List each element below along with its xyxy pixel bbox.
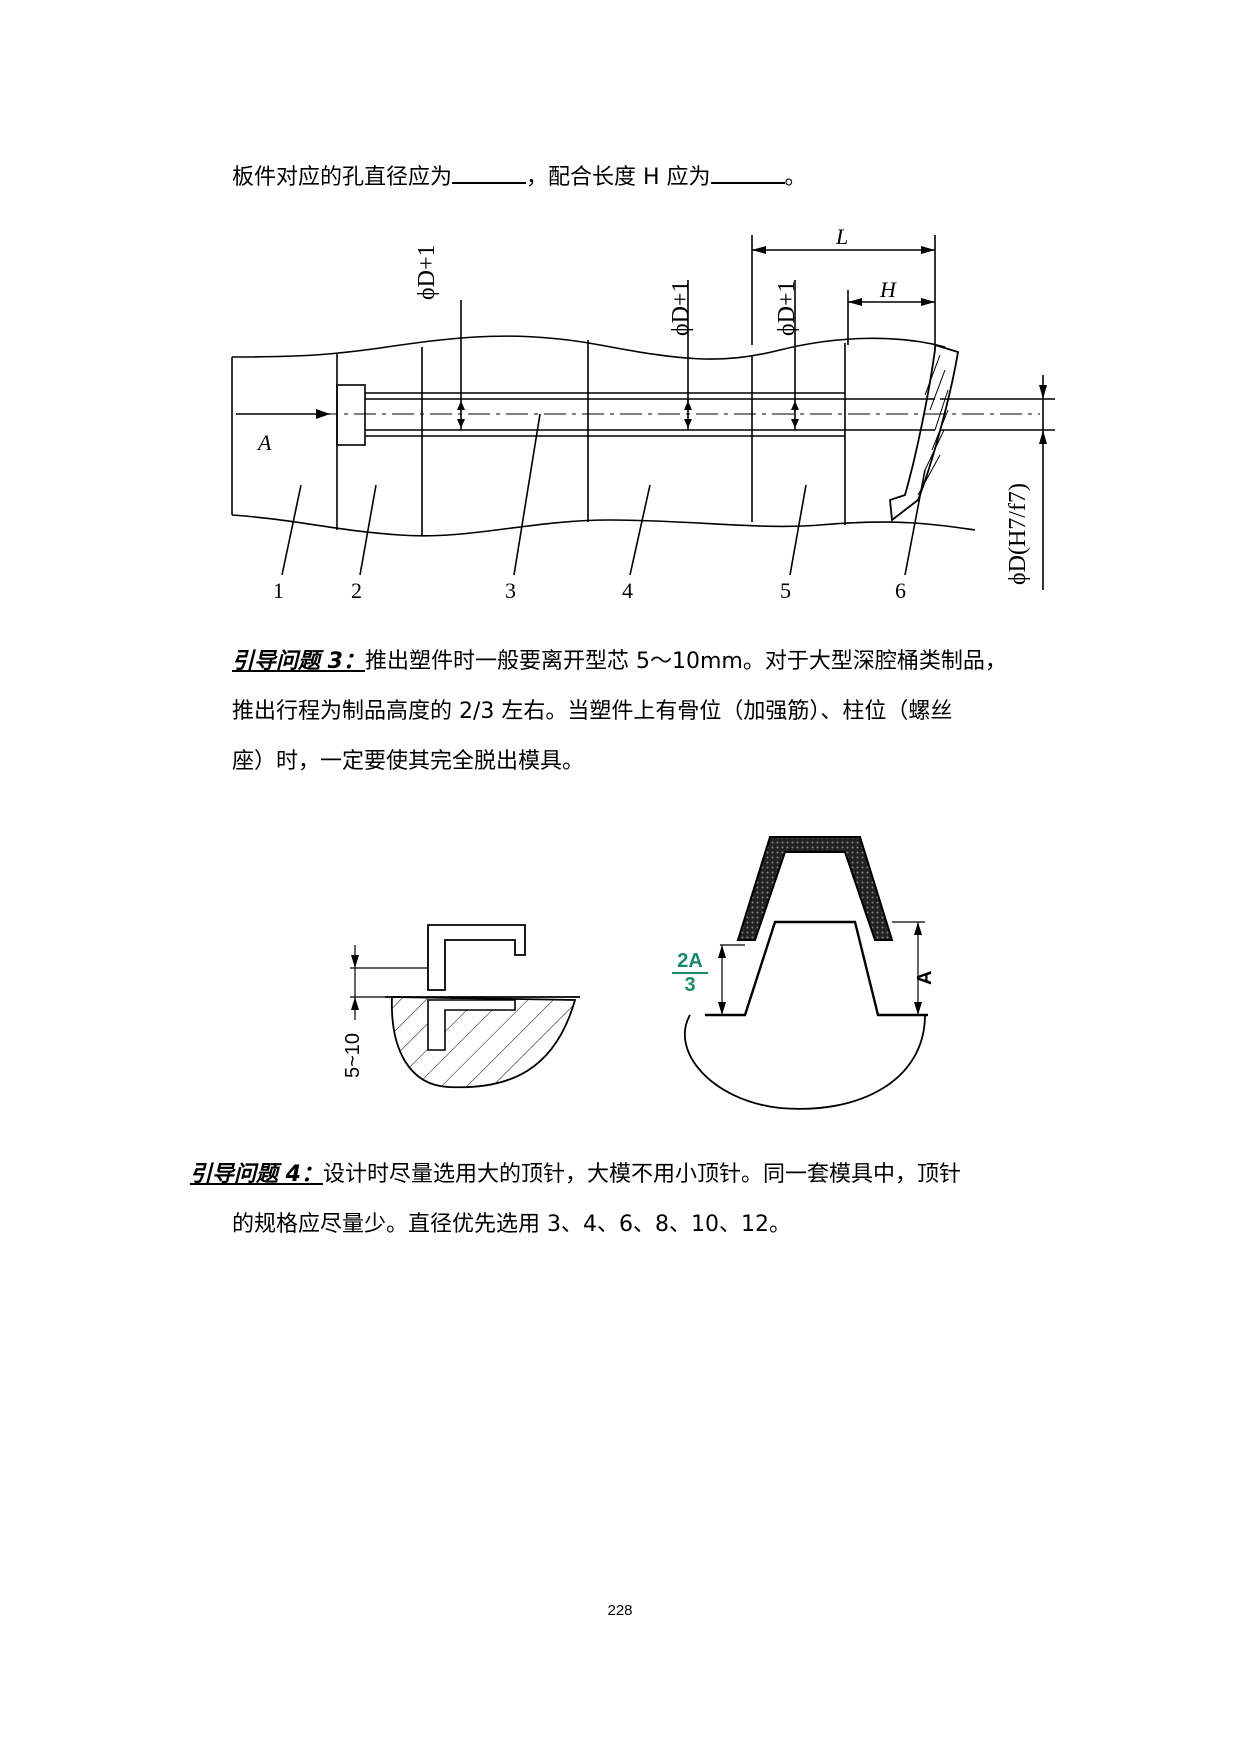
left-dim-label: 5~10 xyxy=(342,1032,364,1078)
fraction-numerator: 2A xyxy=(672,950,708,974)
diameter-label-2: ϕD+1 xyxy=(668,280,694,337)
part-label-5: 5 xyxy=(780,578,791,603)
question3-line3: 座）时，一定要使其完全脱出模具。 xyxy=(232,749,585,774)
dim-H-label: H xyxy=(880,277,896,302)
question4-text-1: 设计时尽量选用大的顶针，大模不用小顶针。同一套模具中，顶针 xyxy=(322,1162,961,1187)
dim-L-label: L xyxy=(836,224,849,249)
intro-text-1: 板件对应的孔直径应为 xyxy=(232,165,453,190)
answer-blank-2[interactable] xyxy=(710,160,785,184)
question3-label: 引导问题 3： xyxy=(232,649,365,674)
question4-line1: 引导问题 4：设计时尽量选用大的顶针，大模不用小顶针。同一套模具中，顶针 xyxy=(190,1160,961,1190)
part-label-6: 6 xyxy=(895,578,906,603)
intro-text-3: 。 xyxy=(784,165,807,190)
diameter-label-3: ϕD+1 xyxy=(774,280,800,337)
fraction-denominator: 3 xyxy=(684,974,696,996)
right-dim-label: A xyxy=(914,970,936,985)
fit-label: ϕD(H7/f7) xyxy=(1005,483,1031,585)
fraction-label: 2A 3 xyxy=(672,950,708,996)
intro-line: 板件对应的孔直径应为 ，配合长度 H 应为 。 xyxy=(232,160,807,193)
answer-blank-1[interactable] xyxy=(452,160,527,184)
question3-line2: 推出行程为制品高度的 2/3 左右。当塑件上有骨位（加强筋）、柱位（螺丝 xyxy=(232,699,953,724)
intro-text-2: ，配合长度 H 应为 xyxy=(526,165,711,190)
question3-text-1: 推出塑件时一般要离开型芯 5～10mm。对于大型深腔桶类制品， xyxy=(364,649,1007,674)
diameter-label-1: ϕD+1 xyxy=(414,244,440,301)
part-label-2: 2 xyxy=(351,578,362,603)
part-label-1: 1 xyxy=(273,578,284,603)
part-label-3: 3 xyxy=(505,578,516,603)
page-number: 228 xyxy=(607,1602,633,1619)
question3-line1: 引导问题 3：推出塑件时一般要离开型芯 5～10mm。对于大型深腔桶类制品， xyxy=(232,647,1007,677)
question4-line2: 的规格应尽量少。直径优先选用 3、4、6、8、10、12。 xyxy=(232,1212,791,1237)
arrow-A-label: A xyxy=(258,430,272,455)
part-label-4: 4 xyxy=(622,578,633,603)
question4-label: 引导问题 4： xyxy=(190,1162,323,1187)
